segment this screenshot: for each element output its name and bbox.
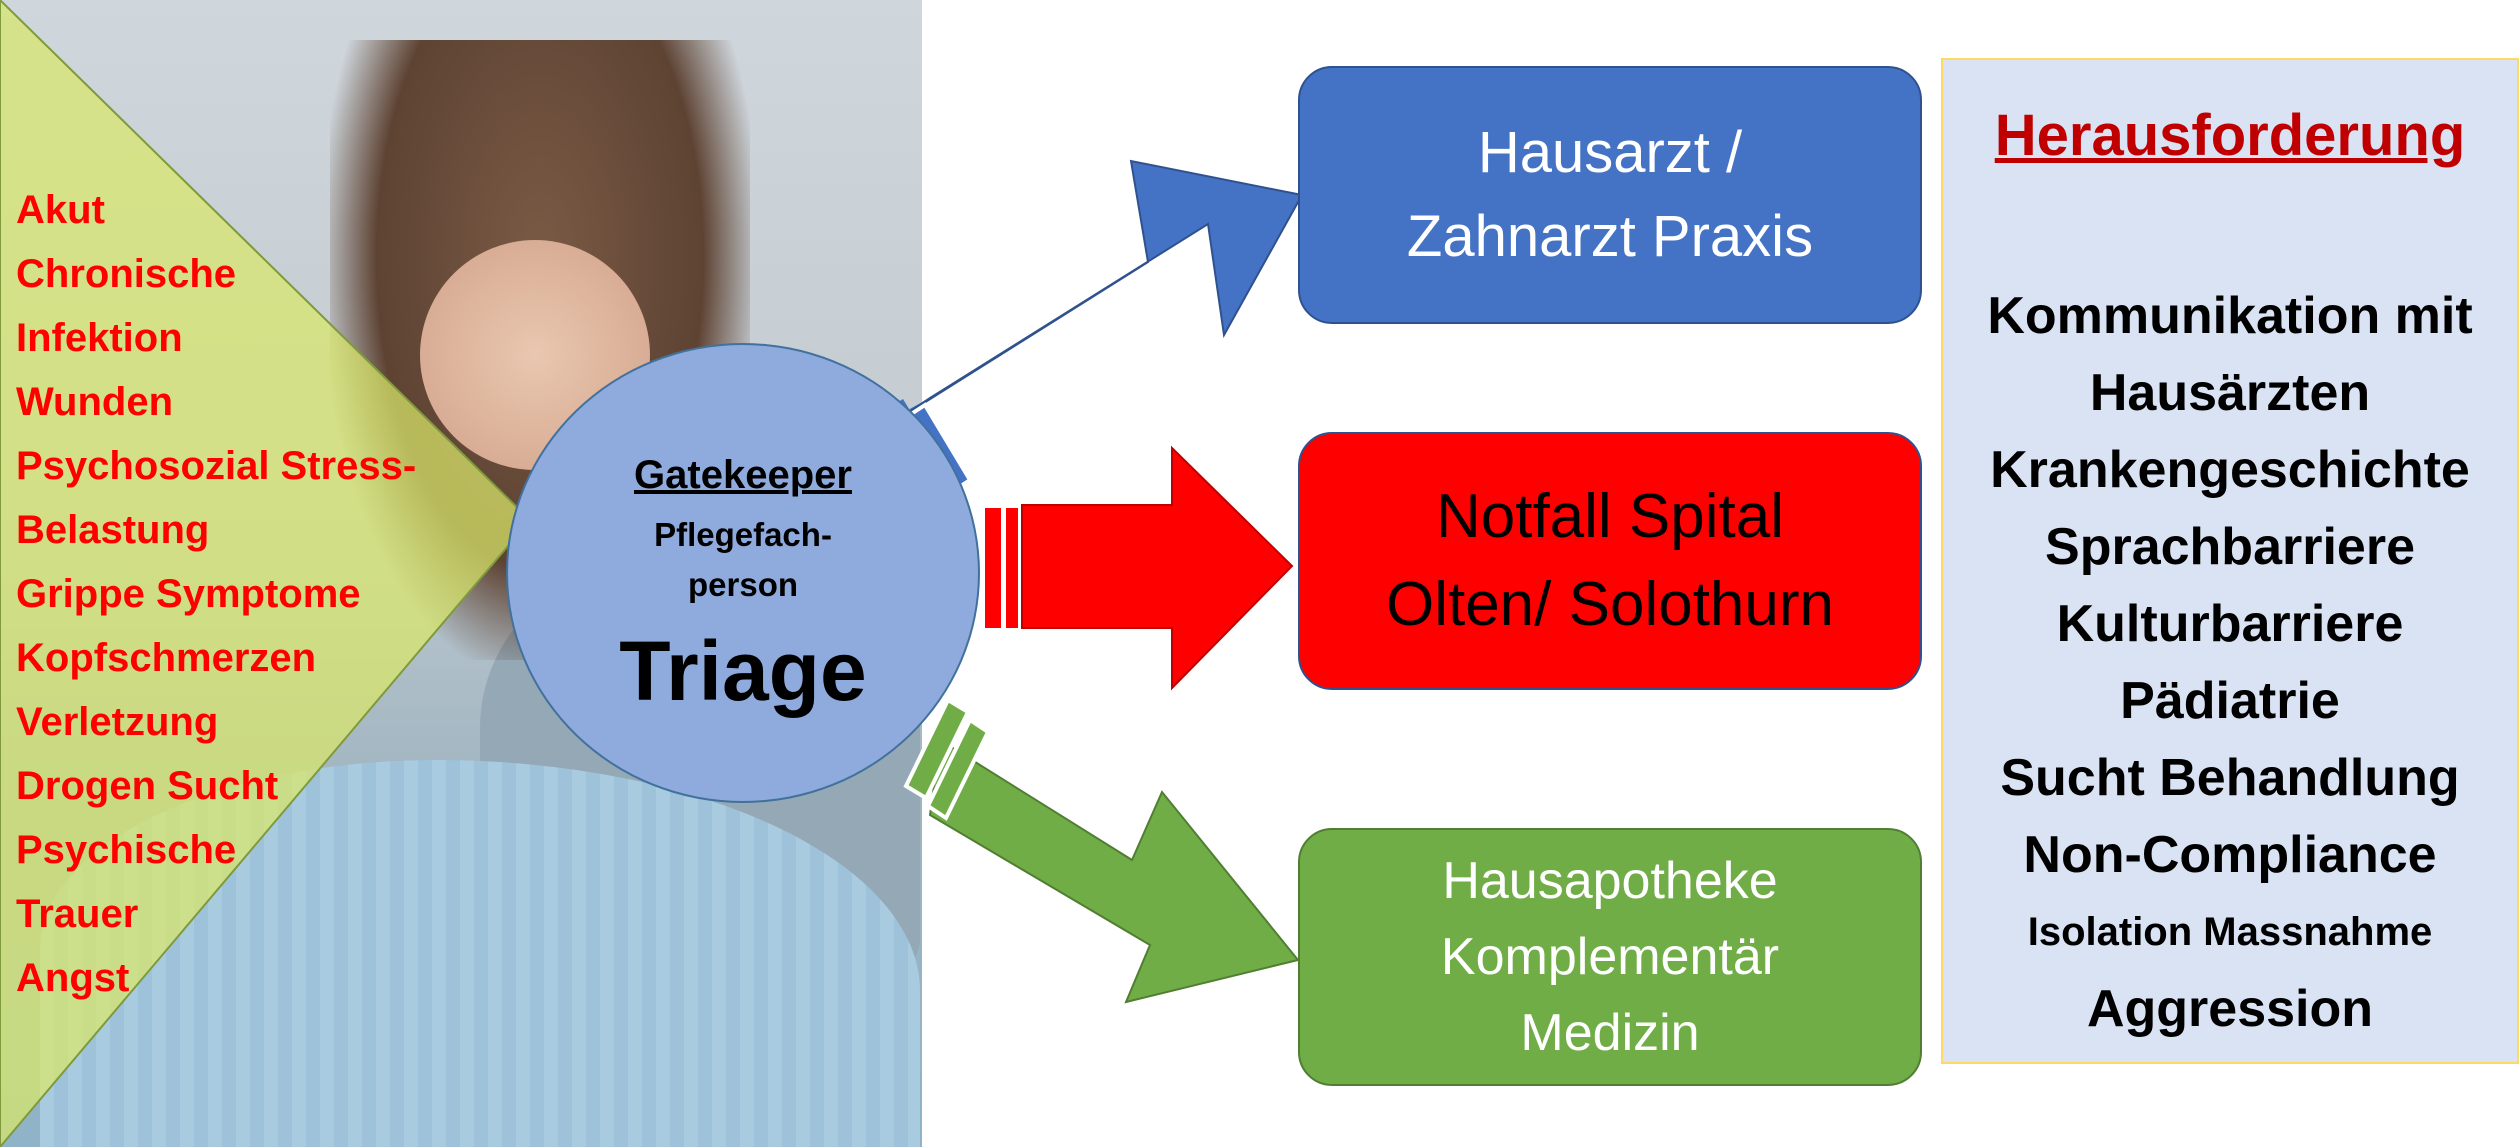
symptom-item: Drogen Sucht (16, 764, 279, 808)
apotheke-line-1: Hausapotheke (1442, 852, 1778, 910)
apotheke-line-2: Komplementär (1440, 928, 1780, 986)
hausarzt-box: Hausarzt / Zahnarzt Praxis (1298, 66, 1922, 324)
triage-title: Triage (619, 624, 867, 718)
apotheke-box: Hausapotheke Komplementär Medizin (1298, 828, 1922, 1086)
symptom-item: Grippe Symptome (16, 572, 361, 616)
pflegefachperson-label: Pflegefach- person (508, 510, 978, 610)
challenge-item: Sucht Behandlung (2000, 749, 2460, 807)
notfall-line-1: Notfall Spital (1435, 482, 1785, 551)
symptom-item: Kopfschmerzen (16, 636, 317, 680)
symptom-item: Infektion (16, 316, 183, 360)
symptom-item: Belastung (16, 508, 210, 552)
challenge-panel: Herausforderung Kommunikation mit Hausär… (1941, 58, 2519, 1064)
arrow-to-apotheke (903, 697, 1300, 1004)
symptom-item: Chronische (16, 252, 237, 296)
apotheke-line-3: Medizin (1520, 1004, 1700, 1062)
arrow-to-hausarzt (880, 159, 1304, 498)
challenge-item: Krankengeschichte (1990, 441, 2470, 499)
pflege-line-1: Pflegefach- (654, 516, 832, 553)
arrow-notfall-stripe (1006, 508, 1018, 628)
challenge-item: Aggression (2086, 980, 2374, 1038)
arrow-to-notfall (985, 445, 1294, 691)
hausarzt-line-2: Zahnarzt Praxis (1406, 204, 1814, 269)
gatekeeper-label: Gatekeeper (634, 453, 852, 497)
challenge-item: Non-Compliance (2023, 826, 2437, 884)
symptom-item: Wunden (16, 380, 174, 424)
challenge-item: Pädiatrie (2120, 672, 2340, 730)
notfall-line-2: Olten/ Solothurn (1385, 570, 1835, 639)
challenge-item: Hausärzten (2089, 364, 2371, 422)
challenge-item: Sprachbarriere (2045, 518, 2415, 576)
symptom-list: Akut Chronische Infektion Wunden Psychos… (16, 178, 416, 1010)
challenge-item: Isolation Massnahme (2027, 910, 2433, 954)
hausarzt-line-1: Hausarzt / (1477, 120, 1743, 185)
arrow-notfall-stripe (985, 508, 1001, 628)
symptom-item: Angst (16, 956, 130, 1000)
symptom-triangle (0, 0, 532, 1147)
pflege-line-2: person (687, 566, 799, 603)
symptom-item: Psychosozial Stress- (16, 444, 417, 488)
notfall-box: Notfall Spital Olten/ Solothurn (1298, 432, 1922, 690)
challenge-title: Herausforderung (1994, 103, 2466, 168)
symptom-item: Psychische (16, 828, 237, 872)
challenge-item: Kommunikation mit (1987, 287, 2473, 345)
symptom-item: Akut (16, 188, 105, 232)
symptom-item: Trauer (16, 892, 139, 936)
challenge-list: Kommunikation mit Hausärzten Krankengesc… (1943, 278, 2517, 1048)
challenge-item: Kulturbarriere (2056, 595, 2404, 653)
symptom-item: Verletzung (16, 700, 219, 744)
triage-circle: Gatekeeper Pflegefach- person Triage (506, 343, 980, 803)
